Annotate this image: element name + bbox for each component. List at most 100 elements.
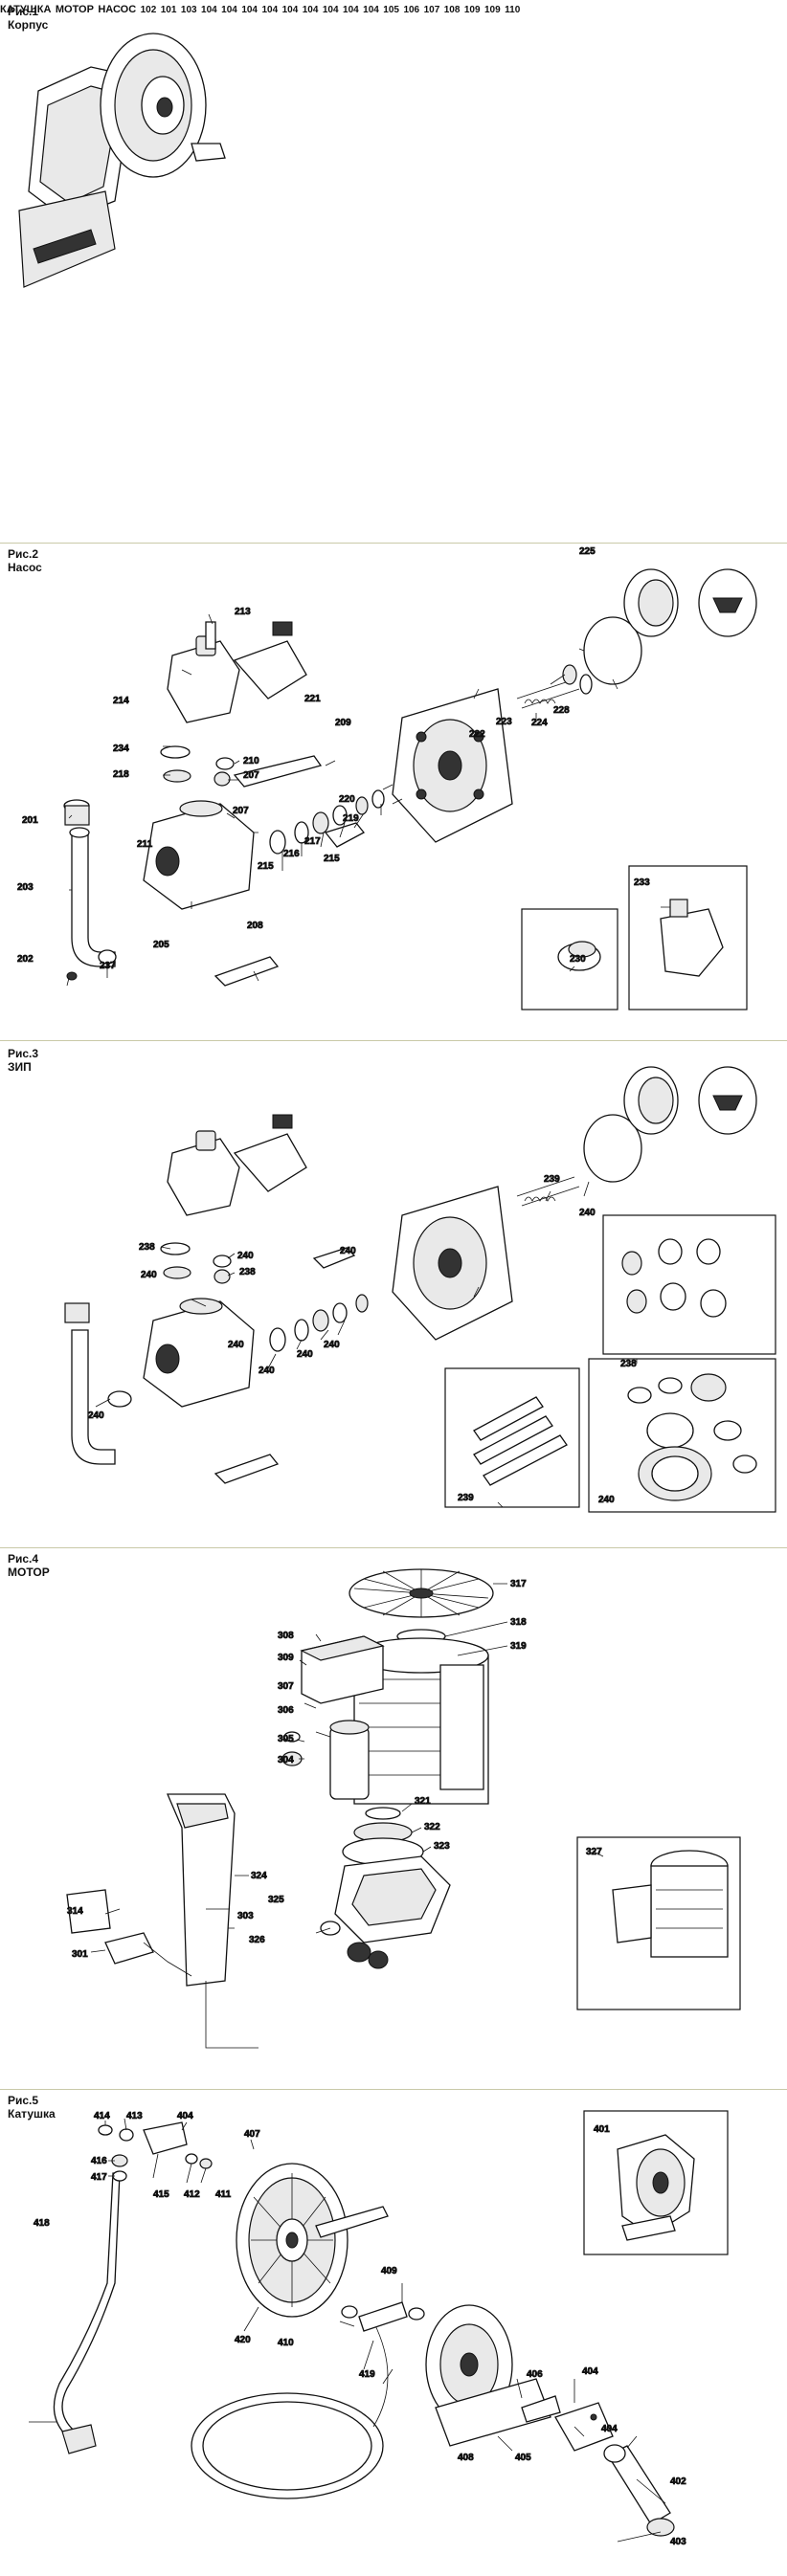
bracket-405 xyxy=(554,2402,614,2452)
fan-317 xyxy=(349,1568,494,1618)
figure-1-name: Корпус xyxy=(8,18,49,32)
part-label: 207 xyxy=(243,770,259,781)
part-label: 301 xyxy=(72,1949,88,1960)
clip-305 xyxy=(283,1731,301,1743)
part-label: 240 xyxy=(598,1495,615,1505)
cylinder-block-211 xyxy=(143,800,255,910)
part-label: 412 xyxy=(184,2189,200,2200)
part-label: 217 xyxy=(304,836,321,847)
part-label: 306 xyxy=(278,1705,294,1716)
part-label: 413 xyxy=(126,2111,143,2121)
figure-5-number: Рис.5 xyxy=(8,2094,39,2107)
part-label: 202 xyxy=(17,954,34,965)
part-label: 220 xyxy=(339,794,355,805)
part-label: 408 xyxy=(458,2453,474,2463)
o-ring-240 xyxy=(107,1390,132,1408)
pump-326 xyxy=(320,1855,451,1969)
part-label: 203 xyxy=(17,882,34,893)
part-label: 105 xyxy=(383,5,399,15)
part-label: 309 xyxy=(278,1653,294,1663)
part-label: 239 xyxy=(544,1174,560,1185)
reel-assembly-401 xyxy=(617,2134,695,2241)
seal-kit-240 xyxy=(627,1373,757,1501)
valve-218 xyxy=(163,769,191,783)
part-label: 221 xyxy=(304,694,321,704)
part-label: 404 xyxy=(177,2111,193,2121)
shaft-222 xyxy=(516,678,580,709)
part-label: 318 xyxy=(510,1617,527,1628)
part-label: 417 xyxy=(91,2172,107,2183)
part-label: 207 xyxy=(233,806,249,816)
part-label: 401 xyxy=(594,2124,610,2135)
inset-238 xyxy=(602,1214,776,1355)
seal-rings xyxy=(269,1294,369,1352)
motor-assembly-327 xyxy=(612,1850,729,1958)
inlet-pipe xyxy=(71,1329,116,1465)
figure-1-drawing xyxy=(18,33,226,288)
part-label: 109 xyxy=(463,5,481,15)
part-label: 240 xyxy=(259,1366,275,1376)
o-ring-240-large xyxy=(583,1114,642,1183)
part-label: 324 xyxy=(251,1871,267,1881)
callout-reel: КАТУШКА xyxy=(0,4,52,15)
part-label: 109 xyxy=(484,5,501,15)
separator xyxy=(0,543,787,544)
part-label: 319 xyxy=(510,1641,527,1652)
figure-4-drawing: 301 303 304 305 306 307 308 309 314 317 … xyxy=(66,1568,741,2049)
callout-pump: НАСОС xyxy=(98,4,137,15)
part-label: 325 xyxy=(268,1895,284,1905)
figure-2-pump: Рис.2 Насос xyxy=(0,545,787,1038)
part-label: 104 xyxy=(281,5,299,15)
part-label: 209 xyxy=(335,718,351,728)
part-label: 110 xyxy=(505,5,521,15)
part-label: 238 xyxy=(239,1267,256,1277)
part-label: 414 xyxy=(94,2111,110,2121)
part-label: 402 xyxy=(670,2476,686,2487)
part-label: 407 xyxy=(244,2129,260,2140)
pump-head-214 xyxy=(167,621,307,723)
part-label: 240 xyxy=(297,1349,313,1360)
part-label: 104 xyxy=(322,5,339,15)
handle-324 xyxy=(167,1793,236,1987)
part-label: 304 xyxy=(278,1755,294,1765)
part-label: 103 xyxy=(180,5,197,15)
valve-kit-238 xyxy=(621,1238,727,1318)
side-plate-408 xyxy=(425,2304,551,2447)
part-label: 419 xyxy=(359,2369,375,2380)
valve-210 xyxy=(215,757,235,770)
part-label: 240 xyxy=(324,1340,340,1350)
part-label: 107 xyxy=(423,5,440,15)
part-label: 240 xyxy=(340,1246,356,1256)
part-label: 102 xyxy=(140,5,157,15)
hose-418 xyxy=(53,2172,121,2445)
part-label: 108 xyxy=(443,5,461,15)
crank-403 xyxy=(603,2444,675,2537)
part-label: 322 xyxy=(424,1822,440,1832)
part-label: 216 xyxy=(283,849,300,859)
part-label: 104 xyxy=(261,5,279,15)
washer-234 xyxy=(160,745,191,759)
part-label: 237 xyxy=(100,961,116,971)
figure-4-number: Рис.4 xyxy=(8,1552,39,1566)
figure-4-name: МОТОР xyxy=(8,1566,50,1579)
part-label: 106 xyxy=(403,5,420,15)
part-label: 240 xyxy=(237,1251,254,1261)
figure-3-drawing: 238 238 238 239 239 240 240 240 240 240 … xyxy=(64,1066,776,1513)
part-label: 321 xyxy=(415,1796,431,1807)
figure-4-motor: Рис.4 МОТОР xyxy=(0,1550,787,2086)
part-label: 104 xyxy=(343,5,359,15)
part-label: 314 xyxy=(67,1906,83,1917)
motor-body xyxy=(353,1637,489,1805)
part-label: 104 xyxy=(201,5,217,15)
part-label: 238 xyxy=(139,1242,155,1253)
inlet-pipe-203 xyxy=(71,832,116,967)
terminal-box-308 xyxy=(300,1635,385,1704)
cable-303 xyxy=(205,1981,259,2049)
switch-314 xyxy=(66,1889,111,1934)
callout-motor: МОТОР xyxy=(55,4,94,15)
part-label: 405 xyxy=(515,2453,531,2463)
part-label: 411 xyxy=(215,2189,232,2200)
